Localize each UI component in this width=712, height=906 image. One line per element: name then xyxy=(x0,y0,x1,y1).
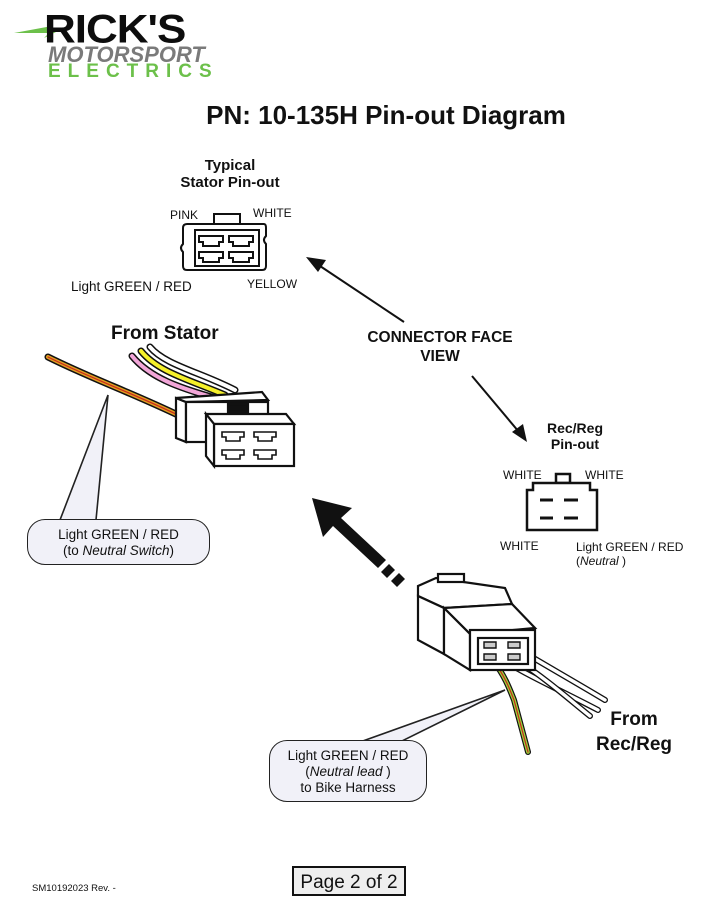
recreg-plug-body xyxy=(416,572,538,672)
callout-recreg-pointer xyxy=(359,689,506,743)
callout-recreg-line3: to Bike Harness xyxy=(300,780,396,795)
callout-recreg-prefix: ( xyxy=(305,764,310,779)
recreg-pin-bottom-right-line1: Light GREEN / RED xyxy=(576,540,684,554)
recreg-heading-line1: Rec/Reg xyxy=(546,420,604,436)
recreg-pin-top-left: WHITE xyxy=(503,468,542,482)
lightning-bolt-icon xyxy=(14,26,60,38)
mating-direction-arrow xyxy=(312,498,405,587)
stator-plug-body xyxy=(174,390,297,470)
callout-recreg-line2: (Neutral lead ) xyxy=(270,764,426,780)
callout-stator-line1: Light GREEN / RED xyxy=(58,527,179,542)
recreg-pin-bottom-right-line2: (Neutral ) xyxy=(576,554,683,568)
callout-recreg-suffix: ) xyxy=(382,764,391,779)
arrow-to-recreg-pinout xyxy=(471,375,527,442)
neutral-italic: Neutral xyxy=(580,554,619,568)
recreg-connector-face xyxy=(525,472,599,532)
arrow-to-stator-pinout xyxy=(306,257,405,323)
recreg-pin-bottom-left: WHITE xyxy=(500,539,539,553)
recreg-heading-line2: Pin-out xyxy=(550,436,600,452)
callout-stator-line2: (to Neutral Switch) xyxy=(28,543,209,559)
callout-stator-italic: Neutral Switch xyxy=(82,543,170,558)
from-recreg-line2: Rec/Reg xyxy=(596,734,673,755)
stator-pin-bottom-left: Light GREEN / RED xyxy=(71,279,192,294)
callout-stator-prefix: (to xyxy=(62,543,83,558)
callout-recreg-line1: Light GREEN / RED xyxy=(287,748,409,763)
from-stator-label: From Stator xyxy=(111,323,219,344)
recreg-pin-top-right: WHITE xyxy=(585,468,624,482)
document-id: SM10192023 Rev. - xyxy=(32,883,116,894)
from-recreg-label: From Rec/Reg xyxy=(596,707,672,757)
connector-face-view-label: CONNECTOR FACE VIEW xyxy=(350,328,530,366)
stator-pin-top-left: PINK xyxy=(170,208,199,222)
logo-electrics: ELECTRICS xyxy=(48,61,219,82)
paren-close: ) xyxy=(618,554,627,568)
stator-heading-line2: Stator Pin-out xyxy=(180,174,280,191)
stator-pinout-heading: Typical Stator Pin-out xyxy=(160,157,300,191)
stator-wires xyxy=(44,343,239,420)
stator-pin-bottom-right: YELLOW xyxy=(247,277,298,291)
stator-heading-line1: Typical xyxy=(204,157,256,174)
logo-motorsport: MOTORSPORT xyxy=(48,42,205,67)
connector-face-line2: VIEW xyxy=(420,348,460,365)
page-title: PN: 10-135H Pin-out Diagram xyxy=(206,100,566,130)
recreg-pinout-heading: Rec/Reg Pin-out xyxy=(530,420,620,452)
connector-face-line1: CONNECTOR FACE xyxy=(367,329,513,346)
callout-recreg-neutral: Light GREEN / RED (Neutral lead ) to Bik… xyxy=(269,740,427,802)
logo-ricks: RICK'S xyxy=(44,7,186,52)
callout-stator-suffix: ) xyxy=(169,543,175,558)
recreg-pin-bottom-right: Light GREEN / RED (Neutral ) xyxy=(576,540,683,568)
paren-open: ( xyxy=(576,554,580,568)
stator-pin-top-right: WHITE xyxy=(253,206,292,220)
page-indicator: Page 2 of 2 xyxy=(292,866,406,896)
stator-connector-face xyxy=(180,213,267,271)
from-recreg-line1: From xyxy=(610,709,658,730)
callout-stator-pointer xyxy=(58,394,109,521)
callout-stator-neutral: Light GREEN / RED (to Neutral Switch) xyxy=(27,519,210,565)
callout-recreg-italic: Neutral lead xyxy=(309,764,383,779)
